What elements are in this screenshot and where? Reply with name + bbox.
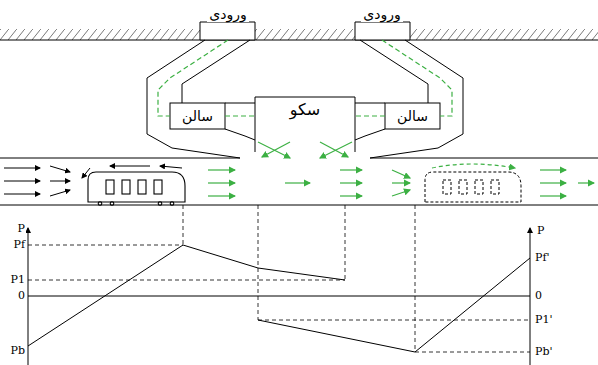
- corridor-wall: [355, 103, 385, 104]
- axis-label: P1: [10, 274, 26, 286]
- air-flow-arrows: [208, 164, 594, 196]
- axis-label: 0: [534, 290, 543, 302]
- axis-label: 0: [17, 290, 26, 302]
- node-label: ورودی: [361, 6, 402, 22]
- air-passage: [225, 115, 255, 116]
- axis-label: Pf': [534, 252, 551, 264]
- air-passage: [158, 40, 228, 116]
- hall-outline: [170, 103, 225, 129]
- train-left: [88, 172, 185, 205]
- corridor-wall: [355, 129, 385, 140]
- entrance-box: ورودی: [352, 2, 412, 40]
- tunnel-wall: [0, 205, 598, 206]
- corridor-wall: [360, 40, 428, 103]
- entrance-box: ورودی: [198, 2, 258, 40]
- corridor-wall: [225, 129, 255, 140]
- air-passage: [382, 40, 452, 116]
- ground-line: [0, 40, 598, 41]
- train-right: [425, 172, 521, 202]
- corridor-wall: [370, 40, 463, 158]
- node-label: سکو: [288, 101, 323, 119]
- tunnel-wall: [0, 158, 240, 159]
- axis-label: Pf: [13, 239, 26, 251]
- corridor-wall: [225, 103, 255, 104]
- axis-label: Pb': [534, 346, 553, 358]
- axis-label: P: [536, 225, 545, 237]
- corridor-wall: [147, 40, 240, 158]
- hall-box: سالن: [385, 103, 440, 129]
- node-label: سالن: [180, 108, 215, 124]
- entrance-kiosk: [355, 22, 410, 40]
- hall-outline: [385, 103, 440, 129]
- air-passage: [355, 115, 385, 116]
- node-label: سالن: [395, 108, 430, 124]
- platform-outline: [255, 97, 355, 152]
- crossing-flow: [258, 142, 352, 158]
- platform-box: سکو: [255, 97, 355, 152]
- tunnel-wall: [370, 158, 598, 159]
- axis-label: Pb: [10, 345, 26, 357]
- node-label: ورودی: [207, 6, 248, 22]
- air-flow-arrows: [4, 166, 182, 196]
- pressure-graph: [28, 205, 530, 365]
- entrance-kiosk: [200, 22, 255, 40]
- corridor-wall: [182, 40, 250, 103]
- hall-box: سالن: [170, 103, 225, 129]
- axis-label: P: [17, 223, 26, 235]
- axis-label: P1': [534, 314, 553, 326]
- ground-hatching: [0, 29, 598, 40]
